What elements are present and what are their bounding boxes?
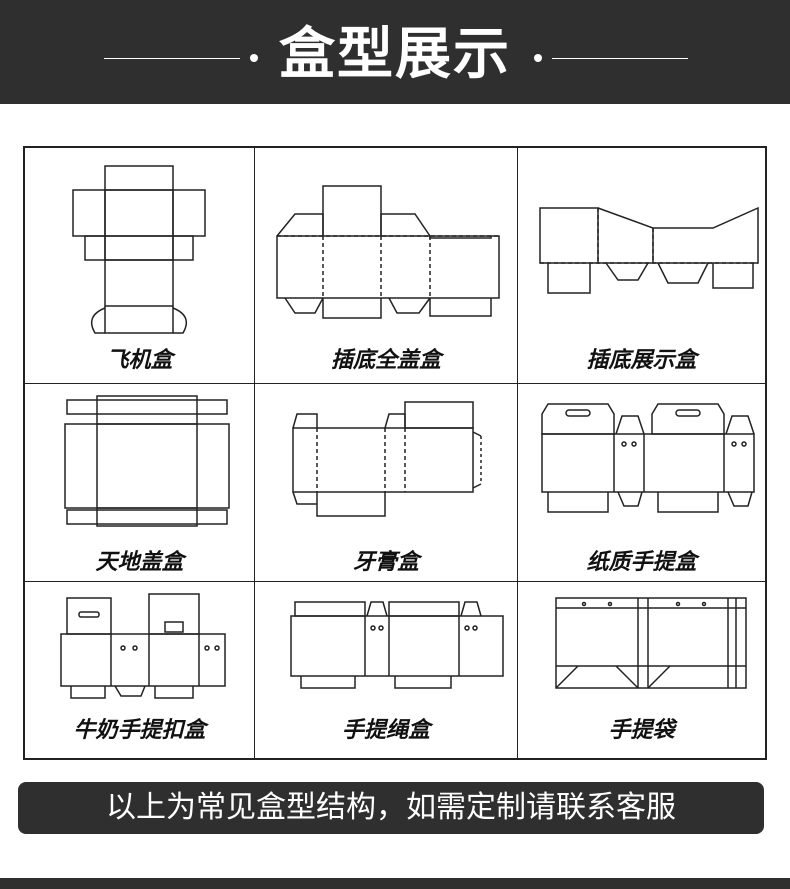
box-cell-milk-handle: 牛奶手提扣盒 [25,582,255,758]
box-label: 插底全盖盒 [330,348,441,373]
tuck-end-full-diagram [276,185,500,319]
box-label: 牛奶手提扣盒 [73,718,206,743]
box-label: 飞机盒 [106,348,173,373]
header-right-dot [534,54,542,62]
custom-order-banner: 以上为常见盒型结构，如需定制请联系客服 [18,782,764,834]
lid-base-diagram [64,395,230,527]
footer-bar [0,878,790,889]
box-cell-rope-handle: 手提绳盒 [255,582,518,758]
header-left-rule [104,58,240,59]
header-left-dot [250,54,258,62]
box-label: 插底展示盒 [586,348,697,373]
box-cell-lid-base: 天地盖盒 [25,384,255,582]
box-cell-toothpaste: 牙膏盒 [255,384,518,582]
handbag-diagram [555,597,747,689]
box-cell-tuck-display: 插底展示盒 [518,148,765,384]
box-cell-paper-handle: 纸质手提盒 [518,384,765,582]
rope-handle-box-diagram [290,601,504,689]
milk-handle-box-diagram [60,593,226,699]
box-cell-airplane: 飞机盒 [25,148,255,384]
page-title: 盒型展示 [279,22,511,87]
box-cell-tuck-end-full: 插底全盖盒 [255,148,518,384]
box-label: 纸质手提盒 [586,550,697,575]
box-label: 手提袋 [608,718,675,743]
airplane-box-diagram [72,165,206,334]
tuck-display-diagram [539,206,759,294]
box-label: 手提绳盒 [341,718,430,743]
header-right-rule [552,58,688,59]
paper-handle-box-diagram [541,403,755,513]
box-label: 天地盖盒 [95,550,184,575]
header-banner: 盒型展示 [0,0,790,104]
toothpaste-box-diagram [292,401,482,517]
box-cell-handbag: 手提袋 [518,582,765,758]
box-type-grid: 飞机盒 插底全盖盒 [23,146,767,760]
box-label: 牙膏盒 [352,550,419,575]
